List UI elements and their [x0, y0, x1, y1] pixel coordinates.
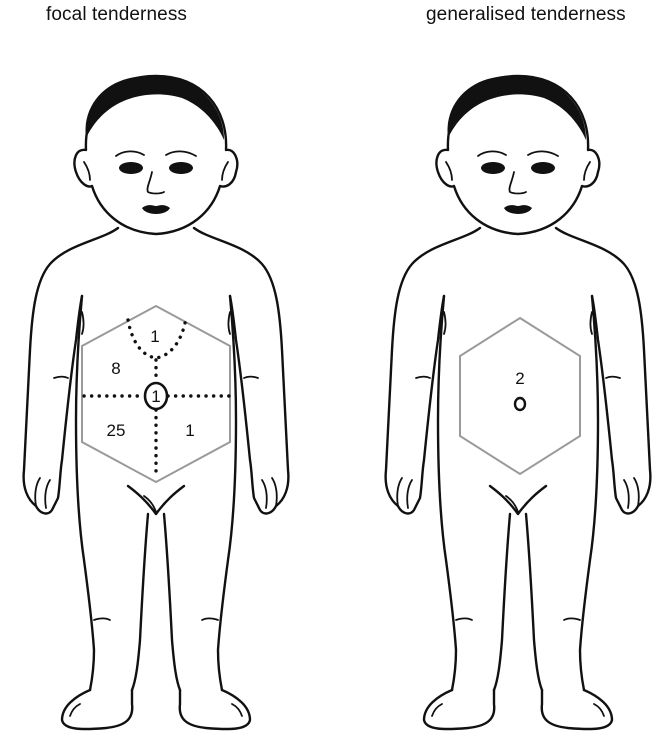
label-left-upper: 8 [111, 359, 120, 378]
label-center: 1 [151, 387, 160, 406]
child-figure-generalised [386, 75, 651, 729]
label-upper: 1 [150, 327, 159, 346]
abdomen-hexagon-generalised [460, 318, 580, 474]
label-left-lower: 25 [107, 421, 126, 440]
label-generalised-center: 2 [515, 369, 524, 388]
label-right-lower: 1 [185, 421, 194, 440]
generalised-marker-circle [515, 398, 525, 410]
